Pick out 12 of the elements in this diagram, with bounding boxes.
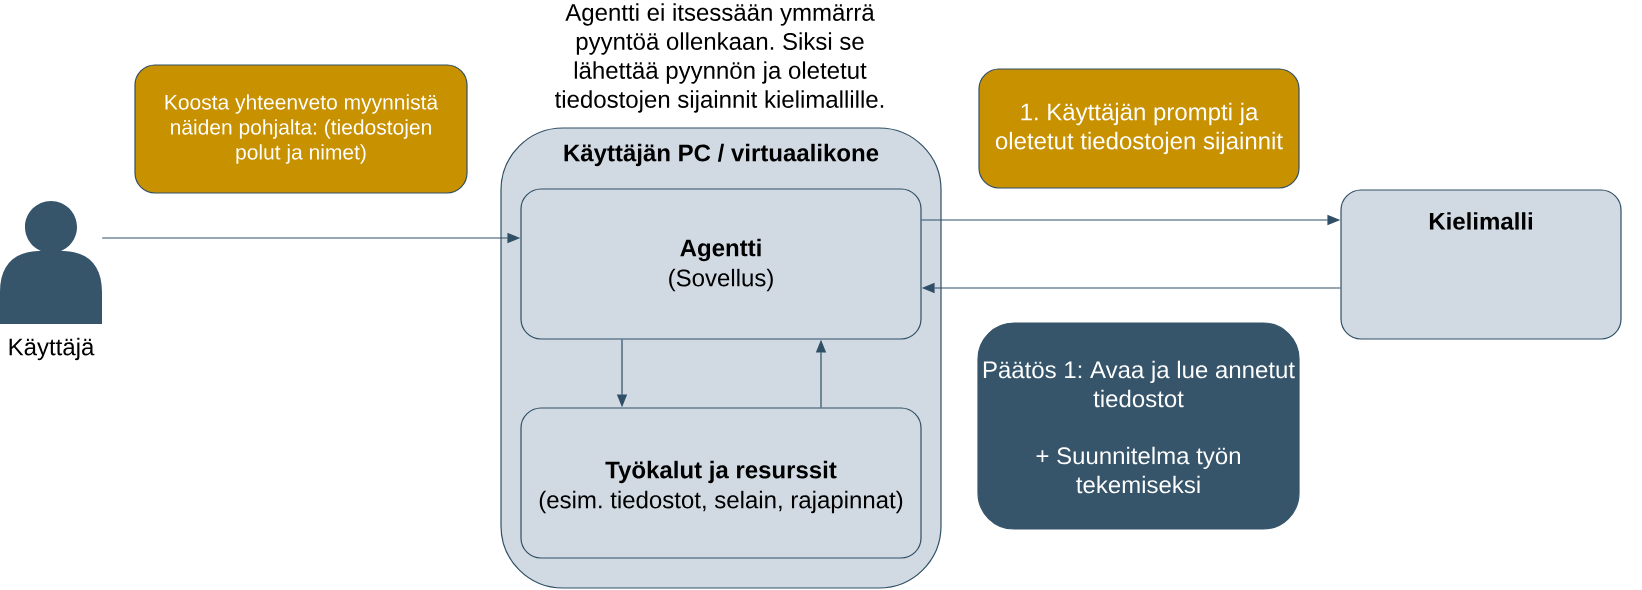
container-title: Käyttäjän PC / virtuaalikone [564,143,879,167]
box-text: Päätös 1: Avaa ja lue annetut tiedostot [983,360,1295,408]
heading: Työkalut ja resurssit [605,460,837,484]
box-text: Koosta yhteenveto myynnistä näiden pohjalta: (tiedostojen polut ja nimet) [165,94,439,164]
annotation-text: Agentti ei itsessään ymmärrä pyyntöä ollenkaan. Siksi se lähettää pyynnön ja oletetut tiedostojen sijainnit kielimallille. [554,3,884,113]
person-label: Käyttäjä [9,337,95,361]
heading: Kielimalli [1429,212,1532,230]
heading: Agentti [680,238,761,262]
box-text: 1. Käyttäjän prompti ja oletetut tiedostojen sijainnit [995,102,1283,155]
box-text: (Sovellus) [669,268,773,292]
box-text: (esim. tiedostot, selain, rajapinnat) [539,490,903,514]
box-text: + Suunnitelma työn tekemiseksi [1036,446,1240,494]
